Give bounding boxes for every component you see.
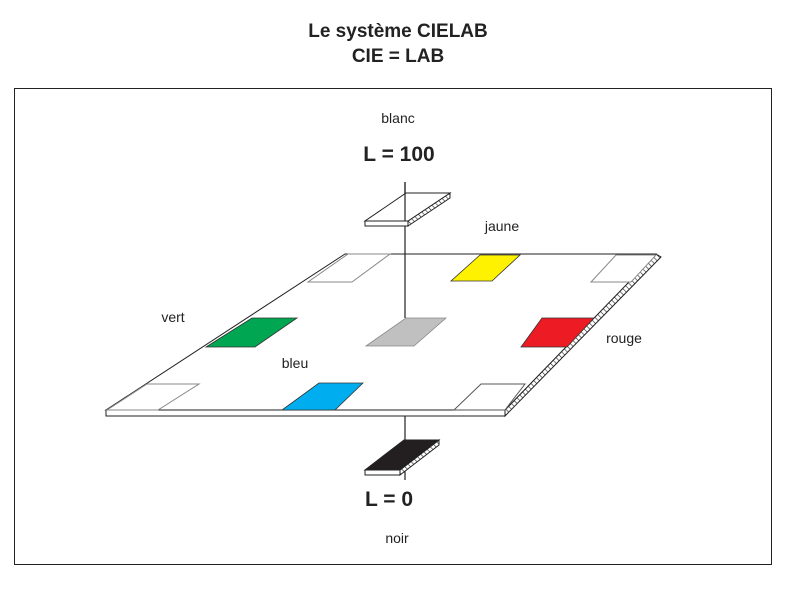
label-jaune: jaune	[484, 218, 519, 234]
black-swatch	[363, 439, 441, 471]
gray-tile	[364, 317, 448, 347]
ab-plane	[104, 253, 662, 418]
label-bleu: bleu	[282, 355, 308, 371]
black-plate	[363, 438, 441, 477]
white-swatch	[363, 192, 452, 222]
label-vert: vert	[161, 309, 184, 325]
green-tile	[204, 317, 299, 348]
blue-tile	[280, 382, 364, 411]
red-tile	[520, 317, 595, 348]
white-tile-back-right	[589, 254, 658, 283]
title-line-1: Le système CIELAB	[308, 21, 488, 42]
diagram-frame	[14, 88, 772, 565]
label-rouge: rouge	[606, 330, 642, 346]
label-noir: noir	[385, 530, 409, 546]
label-blanc: blanc	[381, 110, 414, 126]
white-tile-front-left	[105, 383, 201, 411]
title-line-2: CIE = LAB	[352, 46, 444, 67]
white-tile-back-left	[306, 253, 392, 283]
yellow-tile	[449, 254, 522, 282]
label-l-100: L = 100	[363, 143, 434, 166]
label-l-0: L = 0	[365, 488, 413, 511]
white-plate	[363, 192, 452, 227]
white-tile-front-right	[452, 383, 527, 411]
